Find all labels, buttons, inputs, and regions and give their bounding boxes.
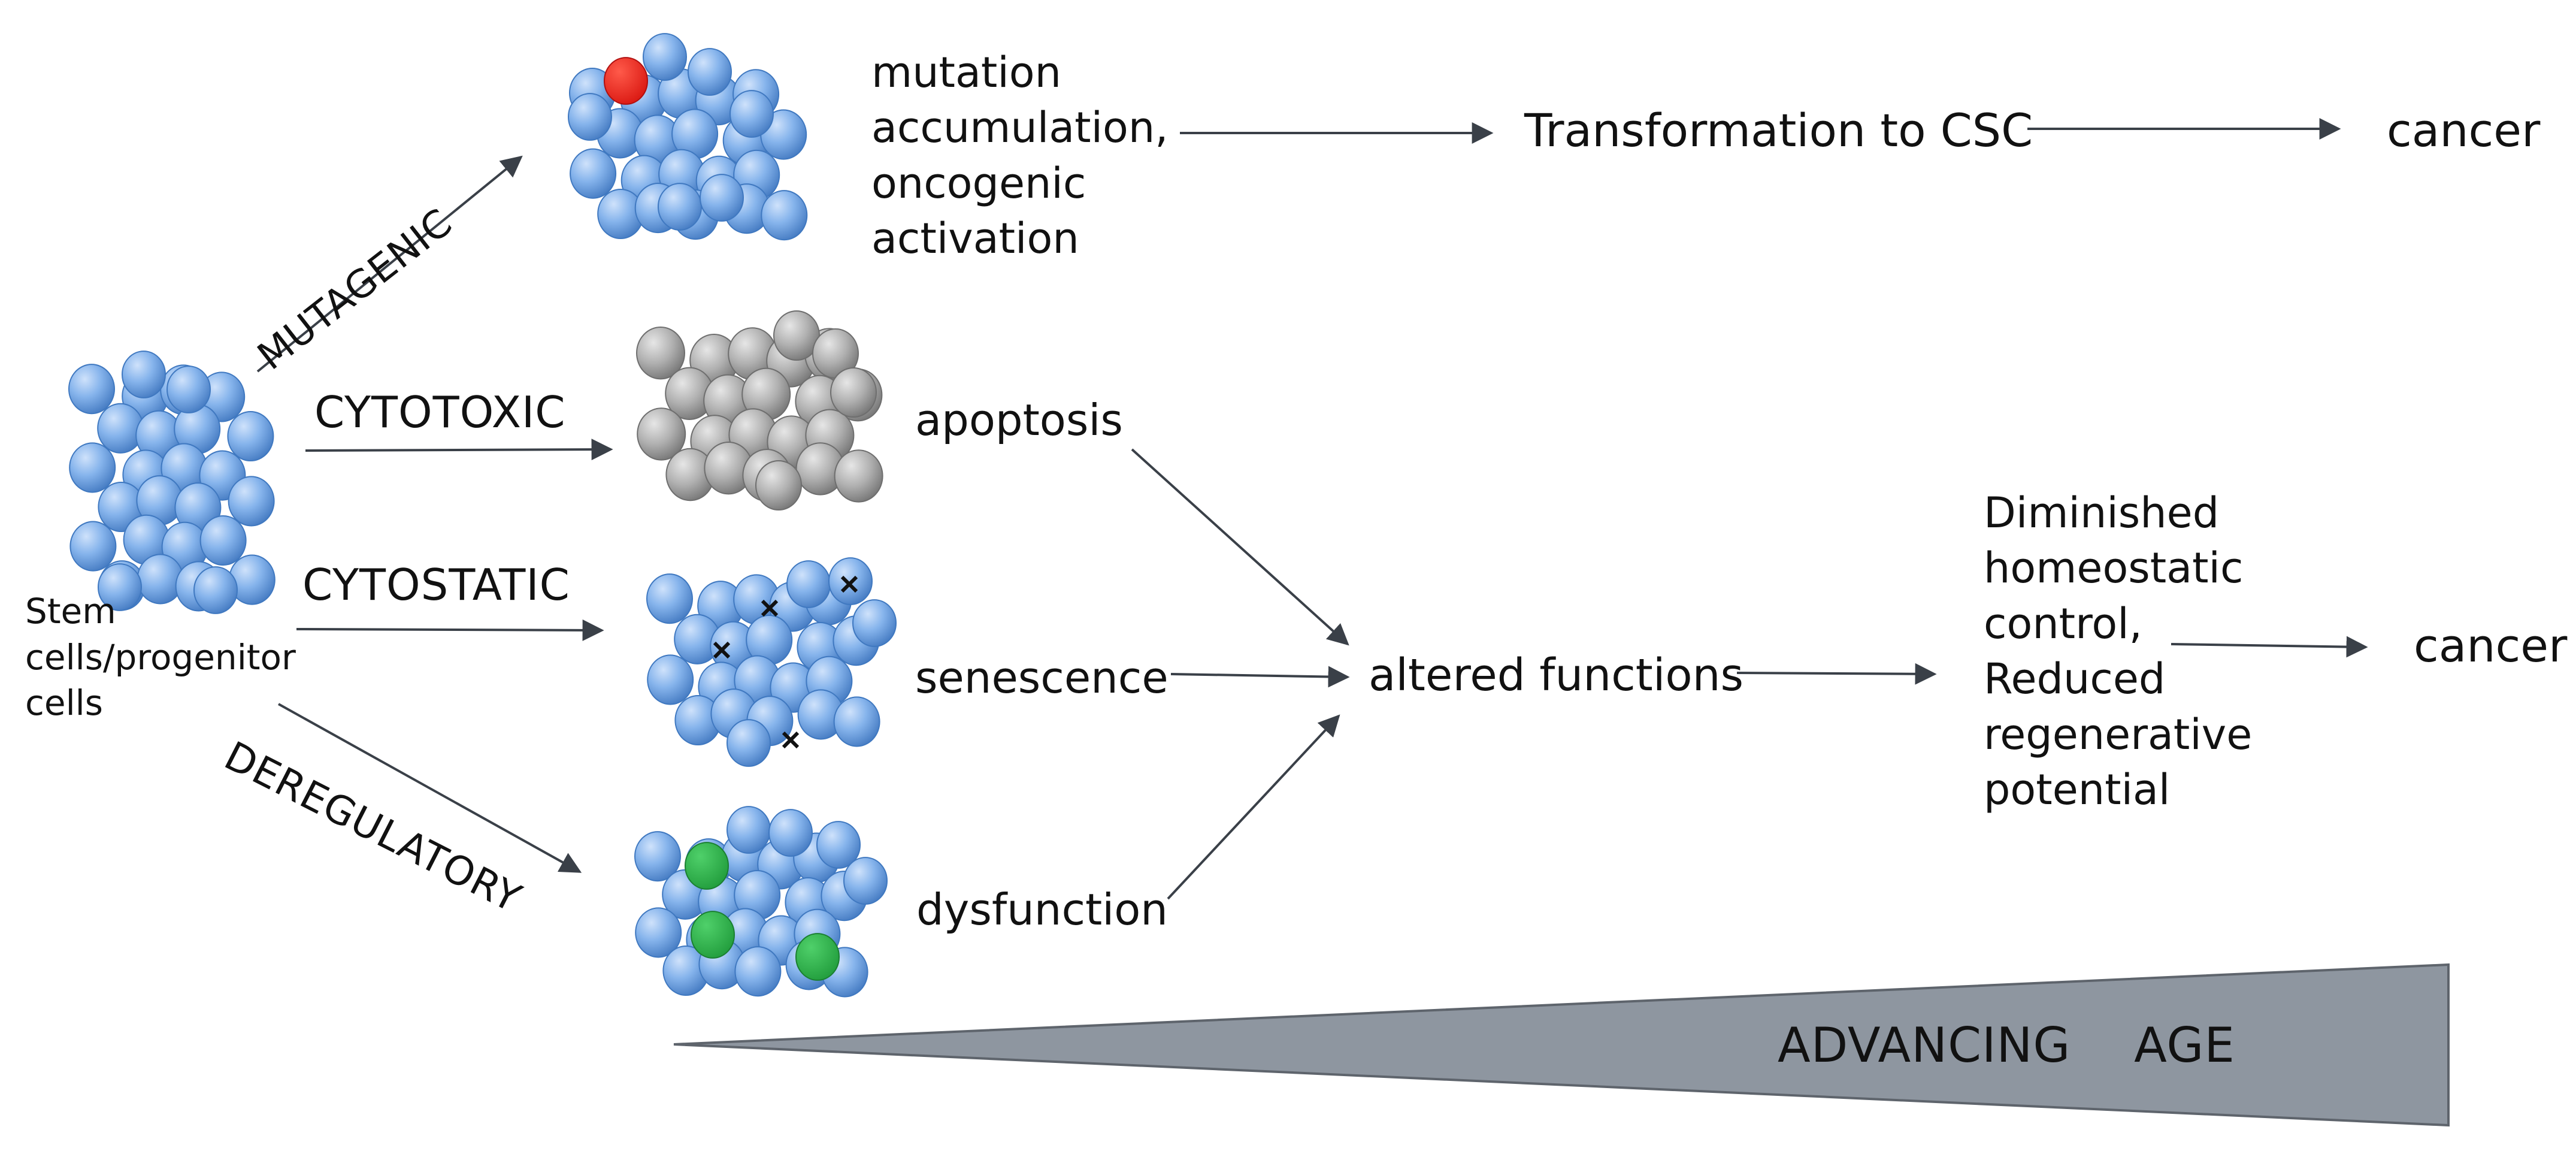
- transformation-to-csc-text: Transformation to CSC: [1524, 104, 2033, 157]
- dysfunction-text: dysfunction: [916, 884, 1168, 935]
- cell-clusters: [68, 33, 897, 998]
- altered-functions-text: altered functions: [1369, 650, 1744, 701]
- arrow-apoptosis-to-altered: [1131, 448, 1349, 646]
- mutation-accumulation-text: mutation accumulation, oncogenic activat…: [871, 48, 1169, 264]
- arrow-cytostatic: [296, 619, 604, 641]
- blue-cell-cluster-with-red-cell-icon: [568, 33, 808, 241]
- blue-cell-cluster-with-green-cells-icon: [634, 806, 888, 998]
- advancing-age-label: ADVANCING AGE: [1778, 1017, 2235, 1073]
- blue-cell-cluster-with-x-marks-icon: [646, 557, 897, 767]
- cancer-text-bottom: cancer: [2414, 619, 2568, 672]
- cancer-text-top: cancer: [2387, 104, 2541, 157]
- arrow-deregulatory: [278, 703, 582, 873]
- arrow-altered-to-diminished: [1736, 663, 1937, 685]
- apoptosis-text: apoptosis: [915, 395, 1123, 445]
- arrow-dysfunction-to-altered: [1167, 714, 1340, 900]
- senescence-text: senescence: [915, 652, 1169, 703]
- cytotoxic-label: CYTOTOXIC: [314, 387, 566, 437]
- cytostatic-label: CYTOSTATIC: [302, 560, 570, 610]
- gray-cell-cluster-icon: [636, 310, 883, 511]
- stem-cells-label: Stem cells/progenitor cells: [25, 591, 296, 724]
- diminished-control-text: Diminished homeostatic control, Reduced …: [1984, 488, 2253, 814]
- arrow-diminished-to-cancer: [2171, 636, 2368, 658]
- arrow-senescence-to-altered: [1170, 666, 1350, 688]
- arrow-mutagenic: [256, 155, 523, 373]
- arrows: [256, 118, 2368, 900]
- arrow-cytotoxic: [305, 439, 613, 461]
- blue-cell-cluster-icon: [68, 351, 276, 614]
- advancing-age-wedge: [673, 963, 2450, 1127]
